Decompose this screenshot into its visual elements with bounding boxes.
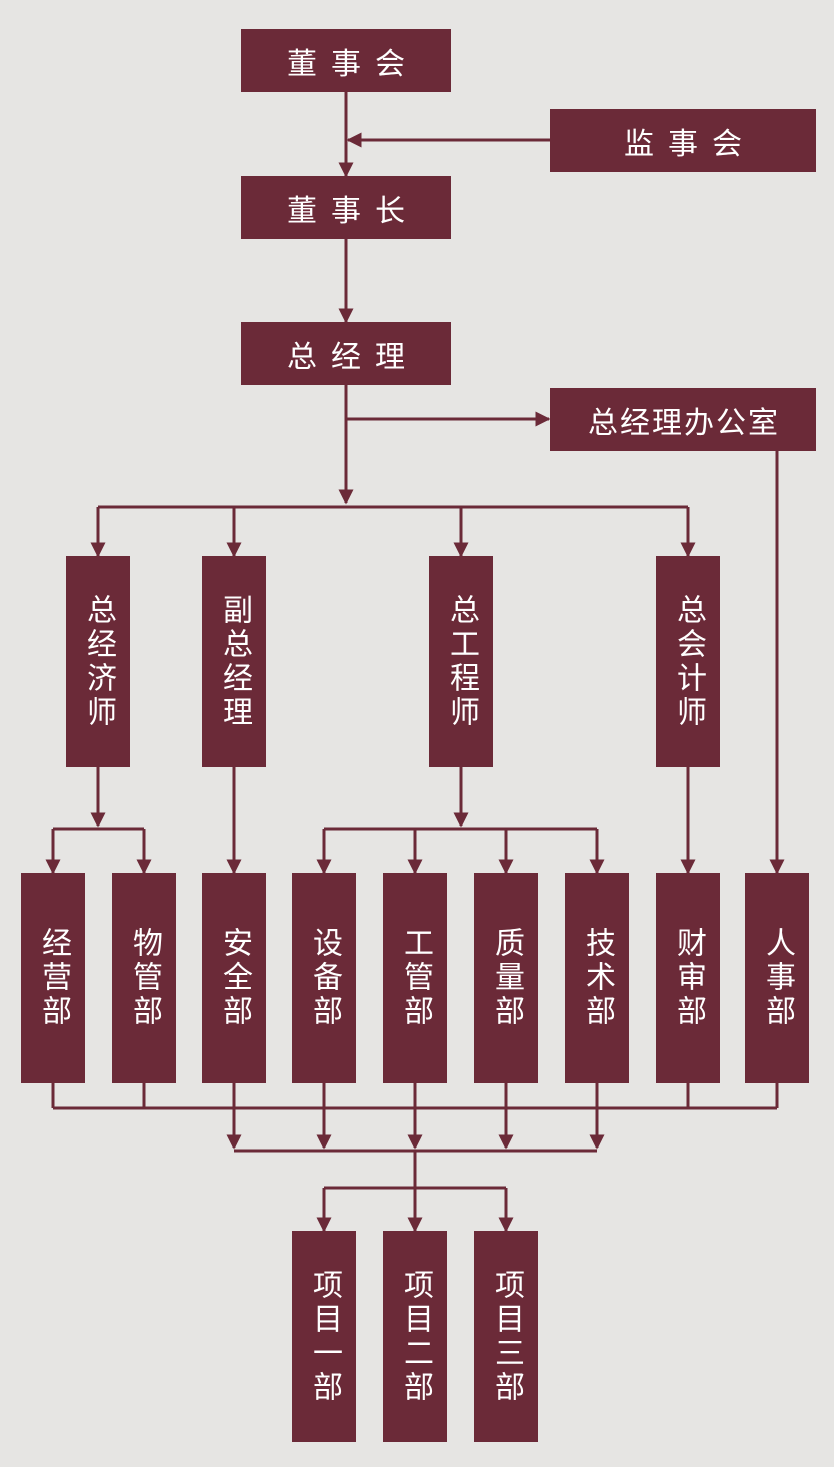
dept-quality-node: 质量部 (474, 873, 538, 1083)
dept-materials-node: 物管部 (112, 873, 176, 1083)
project-2-node: 项目二部 (383, 1231, 447, 1442)
board-node: 董事会 (241, 29, 451, 92)
dept-hr-node: 人事部 (745, 873, 809, 1083)
gm-office-node: 总经理办公室 (550, 388, 816, 451)
chief-economist-node: 总经济师 (66, 556, 130, 767)
project-1-node: 项目一部 (292, 1231, 356, 1442)
project-3-node: 项目三部 (474, 1231, 538, 1442)
dept-technology-node: 技术部 (565, 873, 629, 1083)
dept-finance-node: 财审部 (656, 873, 720, 1083)
gm-node: 总经理 (241, 322, 451, 385)
dept-safety-node: 安全部 (202, 873, 266, 1083)
chief-engineer-node: 总工程师 (429, 556, 493, 767)
chairman-node: 董事长 (241, 176, 451, 239)
dept-engineering-node: 工管部 (383, 873, 447, 1083)
chief-accountant-node: 总会计师 (656, 556, 720, 767)
deputy-gm-node: 副总经理 (202, 556, 266, 767)
supervisors-node: 监事会 (550, 109, 816, 172)
dept-business-node: 经营部 (21, 873, 85, 1083)
dept-equipment-node: 设备部 (292, 873, 356, 1083)
